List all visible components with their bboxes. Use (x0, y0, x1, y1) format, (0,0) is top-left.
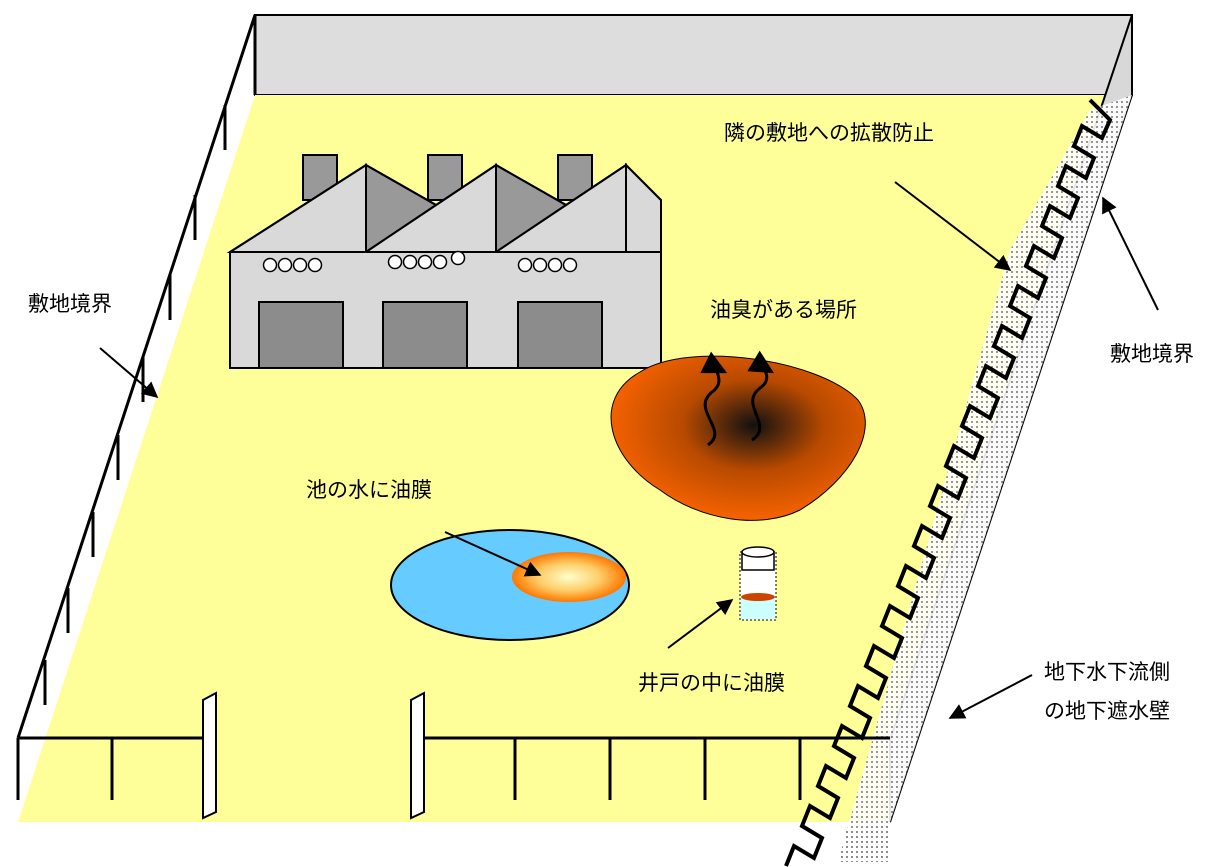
oil-odor-label: 油臭がある場所 (710, 298, 857, 322)
oil-odor-stain (610, 355, 866, 521)
factory-windows (262, 250, 578, 273)
cutoff-wall-underground (838, 95, 1132, 862)
spread-prevention-label: 隣の敷地への拡散防止 (724, 121, 934, 145)
pond-oil-film-label: 池の水に油膜 (306, 478, 432, 502)
cutoff-wall-label: 地下水下流側 の地下遮水壁 (1044, 653, 1170, 731)
well-icon (739, 546, 777, 621)
well-oil-film-label: 井戸の中に油膜 (638, 671, 785, 695)
cutoff-wall-label-line2: の地下遮水壁 (1044, 699, 1170, 723)
pond-oil-film (512, 552, 626, 602)
gate-posts (202, 691, 425, 820)
back-wall (254, 14, 1133, 96)
site-boundary-label-right: 敷地境界 (1110, 342, 1194, 366)
callout-arrows (99, 181, 1159, 719)
front-fence (16, 736, 890, 800)
cutoff-wall-label-line1: 地下水下流側 (1044, 660, 1170, 684)
factory-building (226, 154, 662, 369)
odor-arrows (700, 350, 775, 447)
left-fence (16, 14, 257, 739)
site-boundary-label-left: 敷地境界 (28, 292, 112, 316)
sheet-pile-wall (784, 98, 1113, 867)
